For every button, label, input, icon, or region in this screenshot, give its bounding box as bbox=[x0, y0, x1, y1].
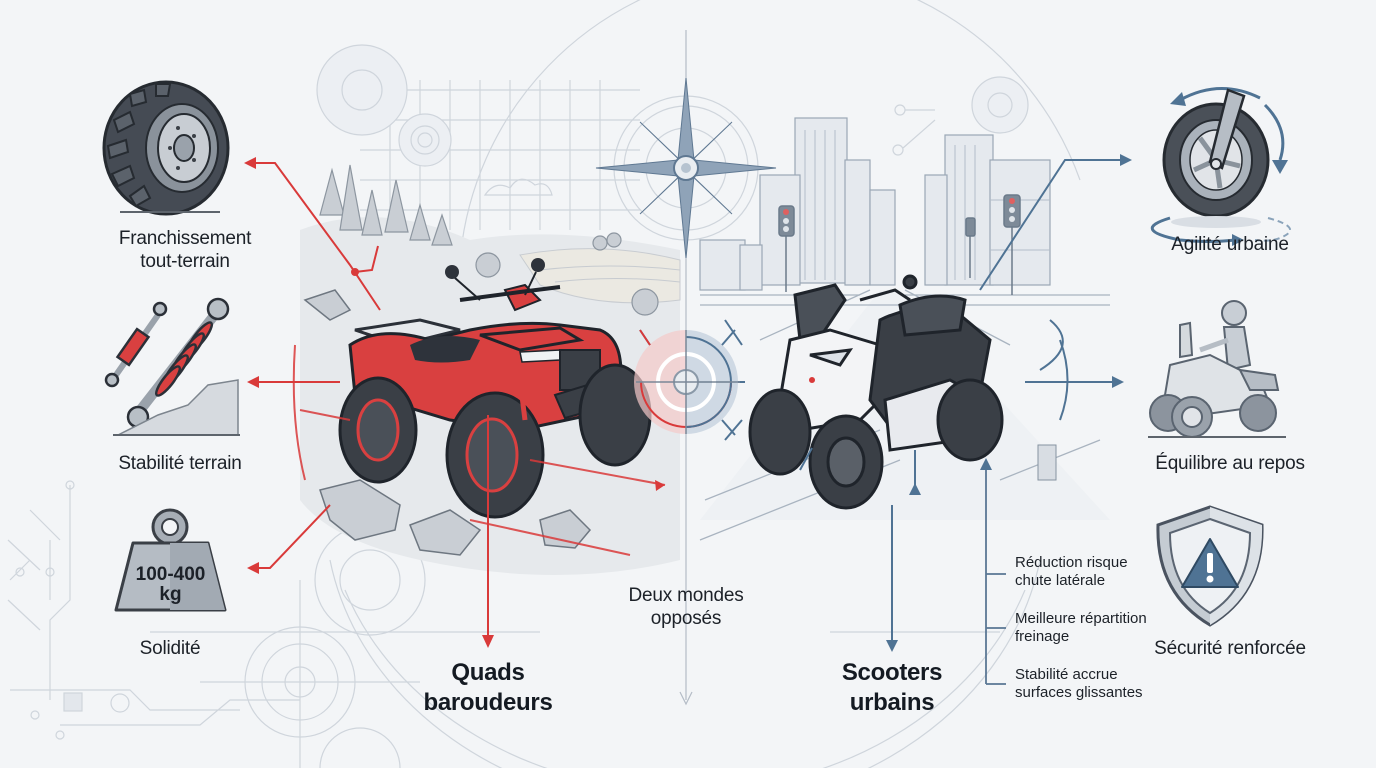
safety-point-lateral-fall: Réduction risque chute latérale bbox=[1015, 554, 1128, 590]
scooter-wheel-steering-icon bbox=[1150, 87, 1292, 246]
scooter-section-title: Scooters urbains bbox=[802, 658, 982, 718]
title-line: baroudeurs bbox=[423, 689, 553, 716]
three-wheel-scooter-rider-icon bbox=[1148, 300, 1286, 438]
feature-label-stationary-balance: Équilibre au repos bbox=[1115, 452, 1345, 475]
safety-point-braking: Meilleure répartition freinage bbox=[1015, 610, 1147, 646]
weight-unit: kg bbox=[159, 584, 182, 605]
feature-label-line: tout-terrain bbox=[140, 251, 230, 272]
shock-absorber-icon bbox=[104, 297, 240, 436]
safety-point-slippery-surfaces: Stabilité accrue surfaces glissantes bbox=[1015, 666, 1143, 702]
safety-point-line: Meilleure répartition bbox=[1015, 610, 1147, 627]
safety-point-line: freinage bbox=[1015, 628, 1070, 645]
three-wheel-scooter-illustration bbox=[748, 274, 1004, 510]
safety-point-line: chute latérale bbox=[1015, 572, 1106, 589]
title-line: Scooters bbox=[841, 659, 943, 686]
weight-value: 100-400 bbox=[135, 564, 206, 585]
feature-label-solidity: Solidité bbox=[70, 637, 270, 660]
center-caption-line: opposés bbox=[650, 608, 722, 629]
weight-icon: 100-400 kg bbox=[113, 505, 228, 615]
safety-point-line: Réduction risque bbox=[1015, 554, 1128, 571]
feature-label-line: Solidité bbox=[139, 638, 201, 659]
quad-section-title: Quads baroudeurs bbox=[398, 658, 578, 718]
safety-point-line: surfaces glissantes bbox=[1015, 684, 1143, 701]
title-line: urbains bbox=[849, 689, 935, 716]
feature-label-line: Agilité urbaine bbox=[1171, 234, 1289, 255]
quad-atv-illustration bbox=[338, 258, 652, 519]
warning-shield-icon bbox=[1156, 505, 1264, 627]
feature-label-line: Franchissement bbox=[118, 228, 252, 249]
feature-label-offroad: Franchissement tout-terrain bbox=[70, 227, 300, 273]
safety-point-line: Stabilité accrue bbox=[1015, 666, 1118, 683]
feature-label-enhanced-safety: Sécurité renforcée bbox=[1115, 637, 1345, 660]
center-caption: Deux mondes opposés bbox=[586, 584, 786, 630]
feature-label-terrain-stability: Stabilité terrain bbox=[70, 452, 290, 475]
feature-label-line: Équilibre au repos bbox=[1155, 453, 1305, 474]
feature-label-line: Sécurité renforcée bbox=[1154, 638, 1306, 659]
offroad-tire-icon bbox=[102, 80, 230, 216]
feature-label-line: Stabilité terrain bbox=[118, 453, 242, 474]
title-line: Quads bbox=[451, 659, 525, 686]
center-caption-line: Deux mondes bbox=[628, 585, 744, 606]
feature-label-urban-agility: Agilité urbaine bbox=[1125, 233, 1335, 256]
